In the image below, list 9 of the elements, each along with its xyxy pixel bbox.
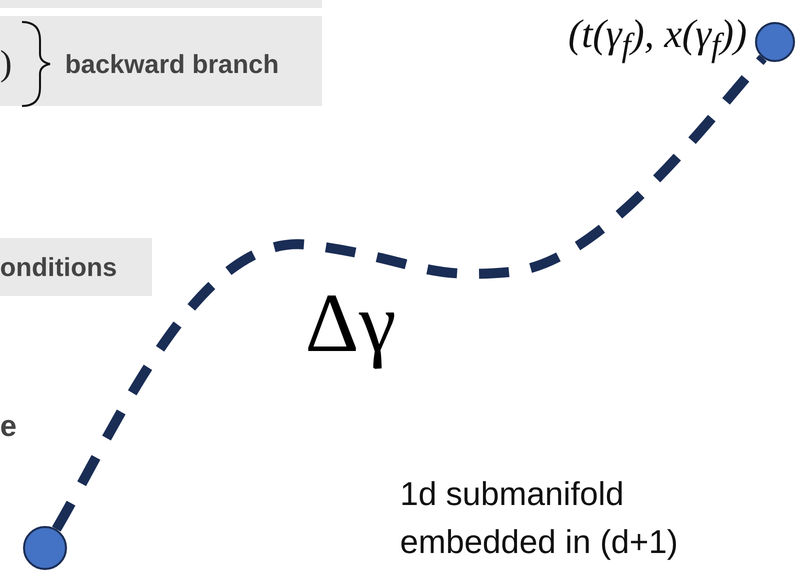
text-fragment: e	[0, 410, 17, 444]
endpoint-circle	[23, 526, 67, 570]
math-text: )	[0, 42, 12, 84]
endpoint-circle	[755, 22, 795, 62]
coordinate-formula: (t(γ$_{f}$), x(γ$_{f}$))	[568, 10, 747, 65]
dashed-curve	[52, 54, 767, 532]
branch-label: backward branch	[65, 49, 279, 80]
condition-label: onditions	[0, 238, 152, 296]
manifold-caption: 1d submanifold embedded in (d+1)	[400, 474, 679, 562]
